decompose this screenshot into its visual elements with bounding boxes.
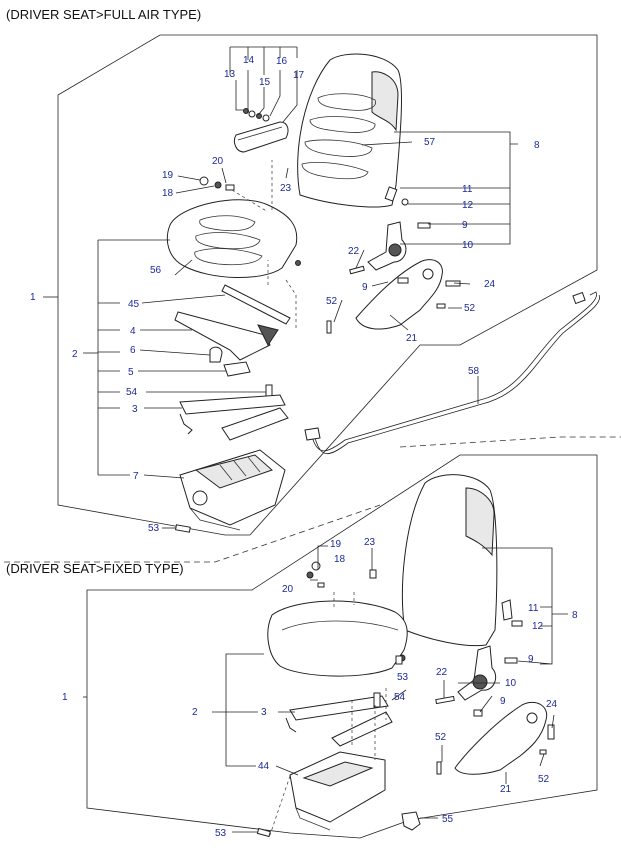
bolt-53-fixed-a bbox=[395, 655, 403, 665]
callout-fixed-3[interactable]: 3 bbox=[261, 707, 267, 718]
callout-2[interactable]: 2 bbox=[72, 349, 78, 360]
callout-7[interactable]: 7 bbox=[133, 471, 139, 482]
recliner-mechanism-fixed bbox=[435, 645, 497, 705]
callout-fixed-19[interactable]: 19 bbox=[330, 539, 342, 550]
callout-53[interactable]: 53 bbox=[148, 523, 160, 534]
callout-45[interactable]: 45 bbox=[128, 299, 140, 310]
callout-22[interactable]: 22 bbox=[348, 246, 360, 257]
callout-fixed-24[interactable]: 24 bbox=[546, 699, 558, 710]
callout-fixed-23[interactable]: 23 bbox=[364, 537, 376, 548]
callout-fixed-44[interactable]: 44 bbox=[258, 761, 270, 772]
bolt-53-full-air bbox=[175, 524, 191, 533]
armrest-full-air bbox=[233, 121, 289, 153]
leaders-fixed bbox=[83, 545, 568, 833]
callout-18[interactable]: 18 bbox=[162, 188, 174, 199]
callout-16[interactable]: 16 bbox=[276, 56, 288, 67]
group-outline-fixed bbox=[86, 454, 598, 839]
seat-base-fixed bbox=[289, 751, 386, 831]
callout-fixed-10[interactable]: 10 bbox=[505, 678, 517, 689]
cap-55 bbox=[401, 811, 421, 831]
bolts-fixed bbox=[436, 599, 555, 775]
callout-fixed-52-a[interactable]: 52 bbox=[435, 732, 447, 743]
callout-fixed-2[interactable]: 2 bbox=[192, 707, 198, 718]
air-hose bbox=[304, 291, 601, 455]
callout-fixed-8[interactable]: 8 bbox=[572, 610, 578, 621]
callout-24[interactable]: 24 bbox=[484, 279, 496, 290]
callout-fixed-1[interactable]: 1 bbox=[62, 692, 68, 703]
seat-back-full-air bbox=[297, 53, 403, 208]
callout-fixed-9-b[interactable]: 9 bbox=[500, 696, 506, 707]
callout-14[interactable]: 14 bbox=[243, 55, 255, 66]
callouts-full-air: 1 2 3 4 5 6 7 8 9 10 11 12 13 14 15 16 1… bbox=[30, 55, 540, 534]
callout-19[interactable]: 19 bbox=[162, 170, 174, 181]
callout-fixed-53-a[interactable]: 53 bbox=[397, 672, 409, 683]
recliner-cover-fixed bbox=[454, 701, 548, 775]
callout-fixed-12[interactable]: 12 bbox=[532, 621, 544, 632]
air-suspension-base bbox=[179, 449, 286, 531]
callout-13[interactable]: 13 bbox=[224, 69, 236, 80]
callout-fixed-20[interactable]: 20 bbox=[282, 584, 294, 595]
callout-fixed-55[interactable]: 55 bbox=[442, 814, 454, 825]
callout-4[interactable]: 4 bbox=[130, 326, 136, 337]
callout-fixed-9-a[interactable]: 9 bbox=[528, 654, 534, 665]
callout-54[interactable]: 54 bbox=[126, 387, 138, 398]
callout-15[interactable]: 15 bbox=[259, 77, 271, 88]
callout-9[interactable]: 9 bbox=[462, 220, 468, 231]
hidden-lines-full-air bbox=[231, 160, 297, 330]
seat-cushion-fixed bbox=[267, 600, 408, 677]
bolt-53-fixed-b bbox=[256, 827, 271, 838]
seat-adjuster-fixed bbox=[285, 692, 393, 747]
callout-9-b[interactable]: 9 bbox=[362, 282, 368, 293]
callout-fixed-53-b[interactable]: 53 bbox=[215, 828, 227, 839]
callout-58[interactable]: 58 bbox=[468, 366, 480, 377]
callout-fixed-22[interactable]: 22 bbox=[436, 667, 448, 678]
callout-fixed-21[interactable]: 21 bbox=[500, 784, 512, 795]
callout-21[interactable]: 21 bbox=[406, 333, 418, 344]
callout-56[interactable]: 56 bbox=[150, 265, 162, 276]
callout-fixed-54[interactable]: 54 bbox=[394, 692, 406, 703]
callout-10[interactable]: 10 bbox=[462, 240, 474, 251]
seat-back-fixed bbox=[401, 474, 498, 647]
callout-52-a[interactable]: 52 bbox=[326, 296, 338, 307]
recliner-mechanism-full-air bbox=[349, 221, 407, 275]
section-divider bbox=[4, 436, 621, 563]
hidden-lines-fixed bbox=[269, 592, 387, 836]
recliner-cover-full-air bbox=[355, 259, 443, 330]
bolts-full-air bbox=[326, 186, 461, 334]
callout-11[interactable]: 11 bbox=[462, 184, 473, 195]
callout-fixed-52-b[interactable]: 52 bbox=[538, 774, 550, 785]
callout-1[interactable]: 1 bbox=[30, 292, 36, 303]
callout-23[interactable]: 23 bbox=[280, 183, 292, 194]
callout-12[interactable]: 12 bbox=[462, 200, 474, 211]
callout-57[interactable]: 57 bbox=[424, 137, 436, 148]
callout-20[interactable]: 20 bbox=[212, 156, 224, 167]
section-title-full-air: (DRIVER SEAT>FULL AIR TYPE) bbox=[6, 7, 201, 22]
callout-5[interactable]: 5 bbox=[128, 367, 134, 378]
hardware-fixed-upper bbox=[306, 561, 377, 588]
callout-6[interactable]: 6 bbox=[130, 345, 136, 356]
seat-adjuster-full-air bbox=[174, 284, 291, 441]
callout-52-b[interactable]: 52 bbox=[464, 303, 476, 314]
hardware-13-15 bbox=[243, 108, 270, 122]
callout-fixed-11[interactable]: 11 bbox=[528, 603, 539, 614]
hardware-18-20-full-air bbox=[199, 176, 235, 191]
callout-fixed-18[interactable]: 18 bbox=[334, 554, 346, 565]
callout-8[interactable]: 8 bbox=[534, 140, 540, 151]
callout-3[interactable]: 3 bbox=[132, 404, 138, 415]
section-title-fixed: (DRIVER SEAT>FIXED TYPE) bbox=[6, 561, 184, 576]
leaders-full-air bbox=[43, 46, 518, 529]
callout-17[interactable]: 17 bbox=[293, 70, 305, 81]
seat-cushion-full-air bbox=[166, 199, 301, 279]
group-outline-full-air bbox=[57, 34, 598, 536]
callouts-fixed: 1 2 3 8 9 9 10 11 12 18 19 20 21 22 23 2… bbox=[62, 537, 578, 839]
